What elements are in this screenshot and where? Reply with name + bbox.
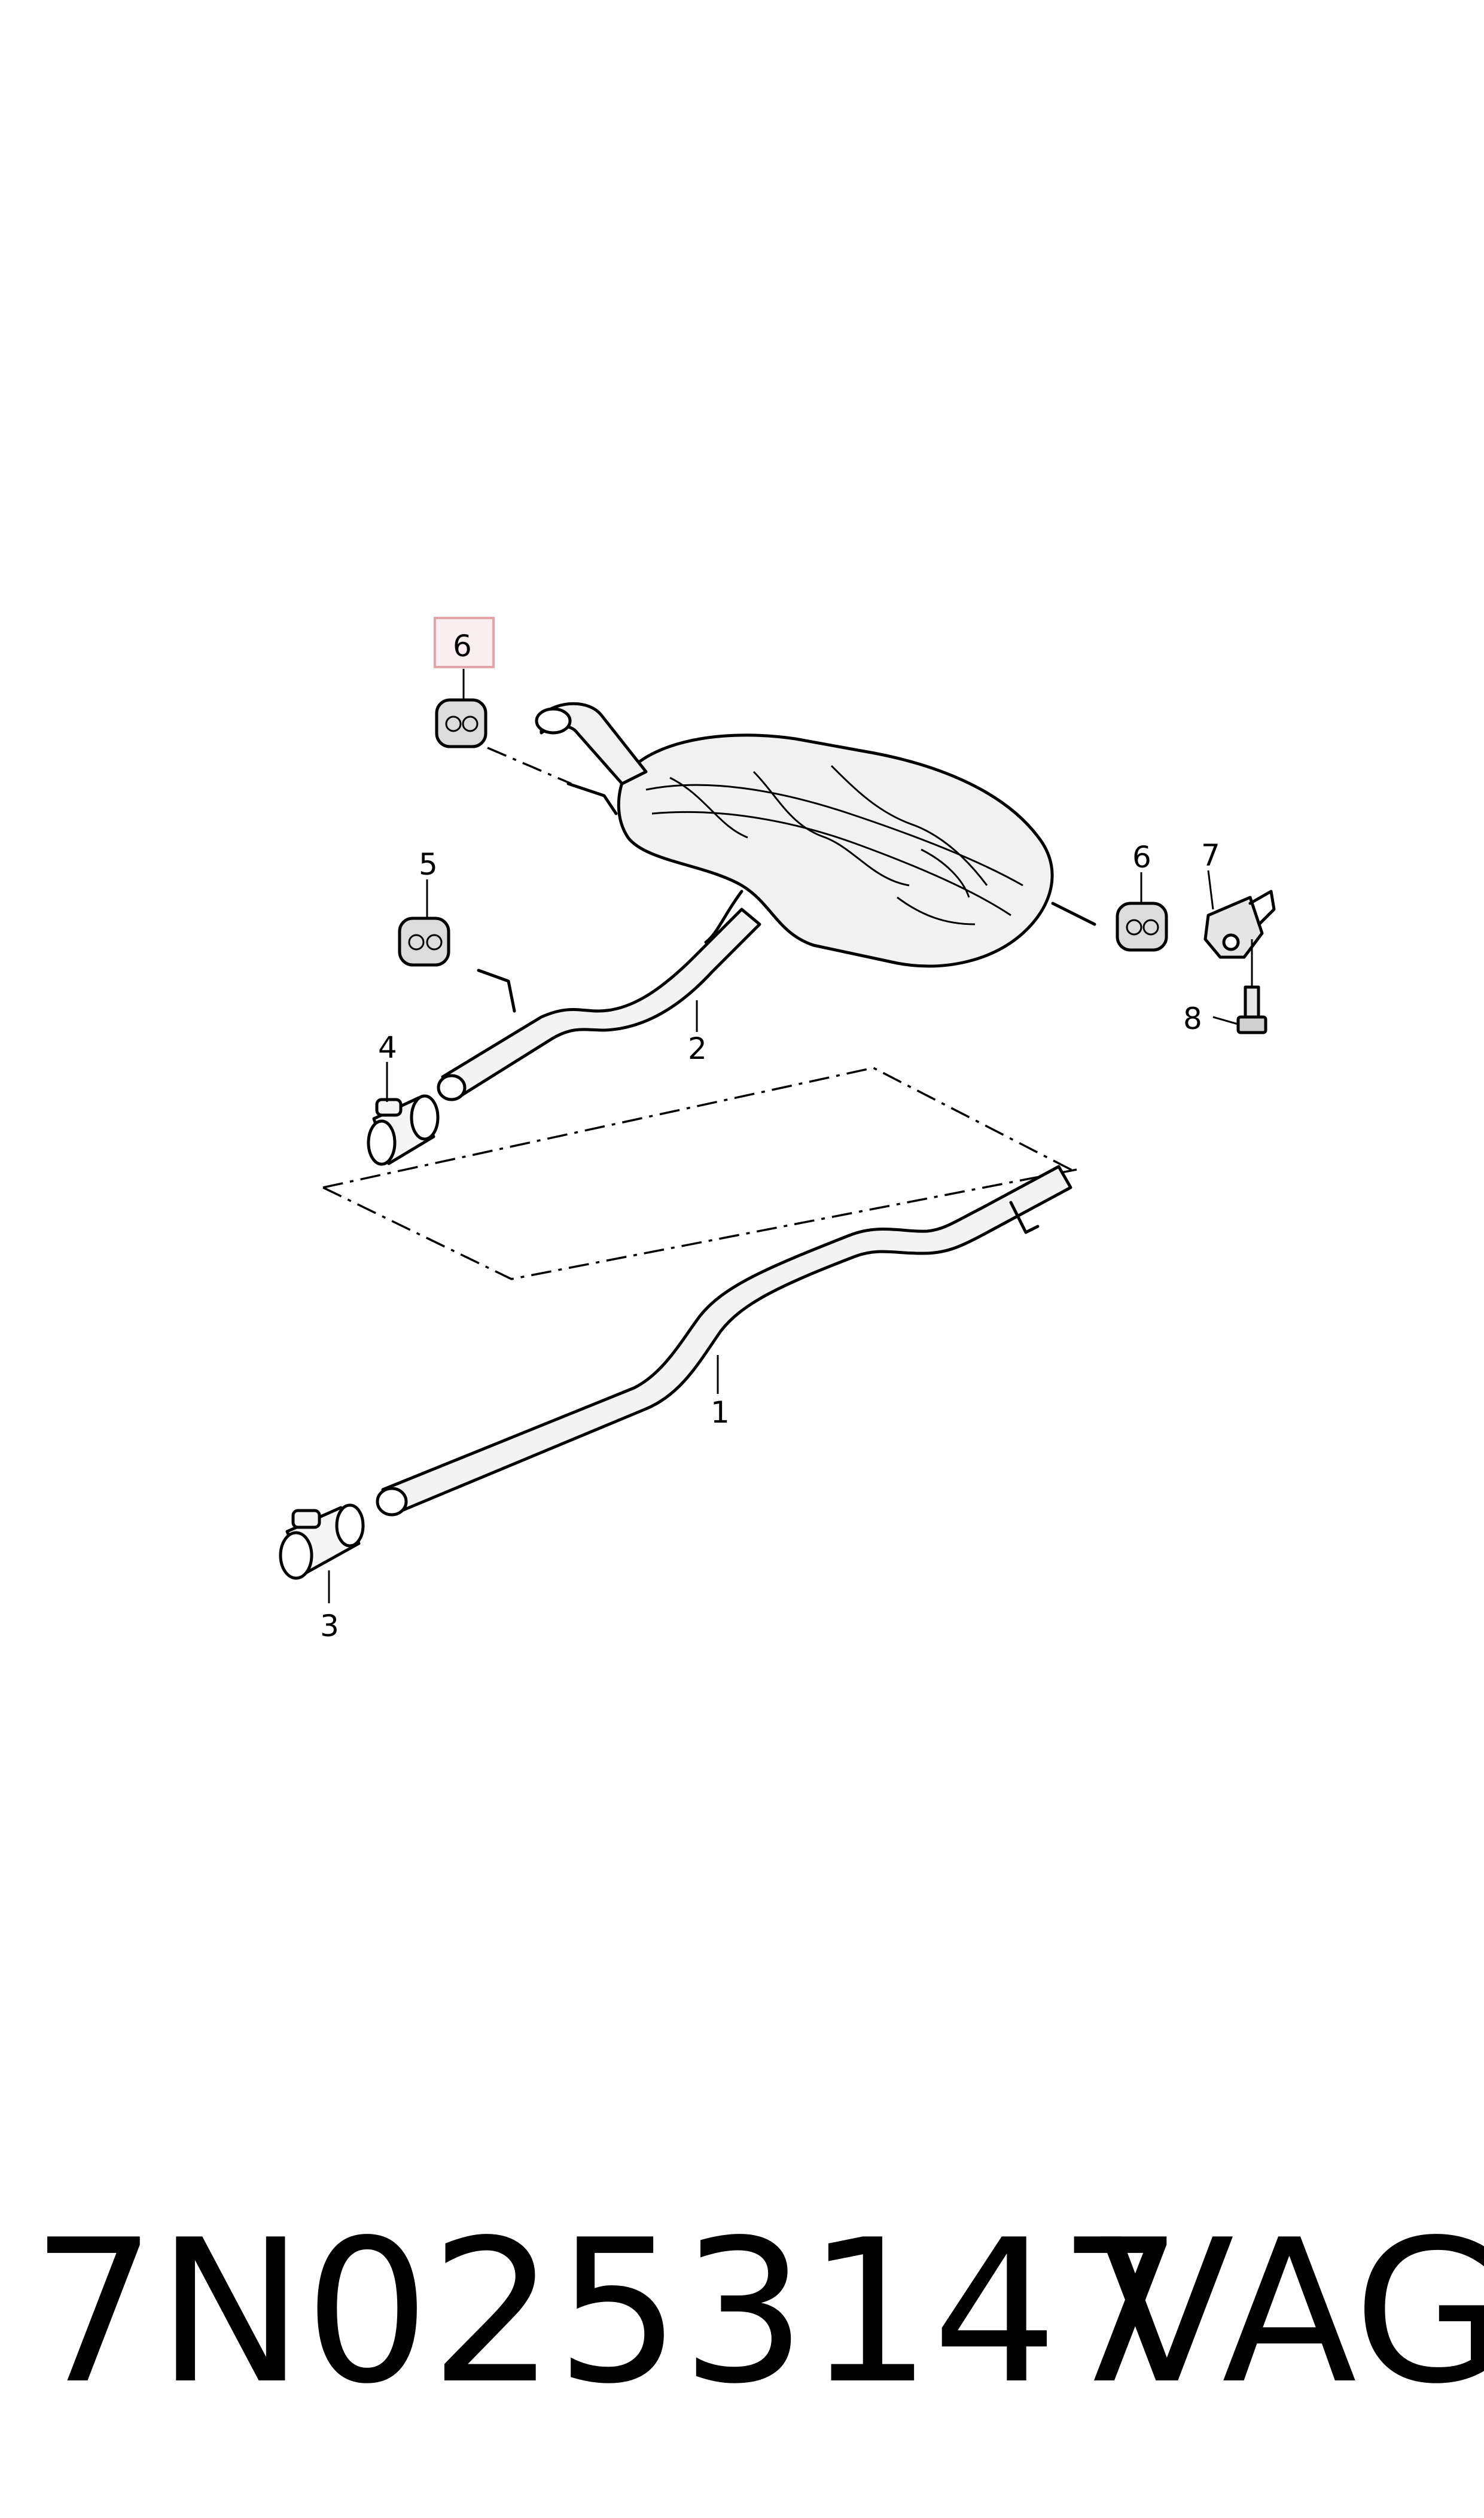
highlight-box [434, 617, 495, 668]
bracket-part-7 [1203, 890, 1276, 959]
callout-6[interactable]: 6 [1132, 840, 1151, 875]
clamp-part-4 [367, 1094, 440, 1166]
rear-silencer [535, 702, 1096, 968]
rubber-mount-6 [1116, 902, 1168, 952]
callout-2[interactable]: 2 [688, 1031, 707, 1066]
clamp-part-3 [279, 1503, 365, 1580]
middle-pipe [437, 908, 761, 1101]
callout-4[interactable]: 4 [378, 1030, 397, 1065]
callout-5[interactable]: 5 [419, 847, 438, 882]
rubber-mount-6-highlighted [435, 698, 487, 748]
callout-3[interactable]: 3 [320, 1609, 339, 1643]
leader-lines [328, 669, 1253, 1603]
callout-8[interactable]: 8 [1183, 1001, 1202, 1036]
callout-1[interactable]: 1 [711, 1395, 730, 1430]
leader-dash-6 [487, 747, 572, 785]
callout-6-highlighted[interactable]: 6 [453, 629, 472, 663]
rubber-mount-5 [398, 917, 450, 967]
front-pipe [376, 1165, 1072, 1517]
callout-7[interactable]: 7 [1201, 838, 1220, 873]
assembly-outline [322, 1067, 1077, 1280]
part-number: 7N0253147 [31, 2197, 1184, 2427]
brand-label: VAG [1099, 2197, 1484, 2427]
bolt-part-8 [1236, 985, 1267, 1034]
